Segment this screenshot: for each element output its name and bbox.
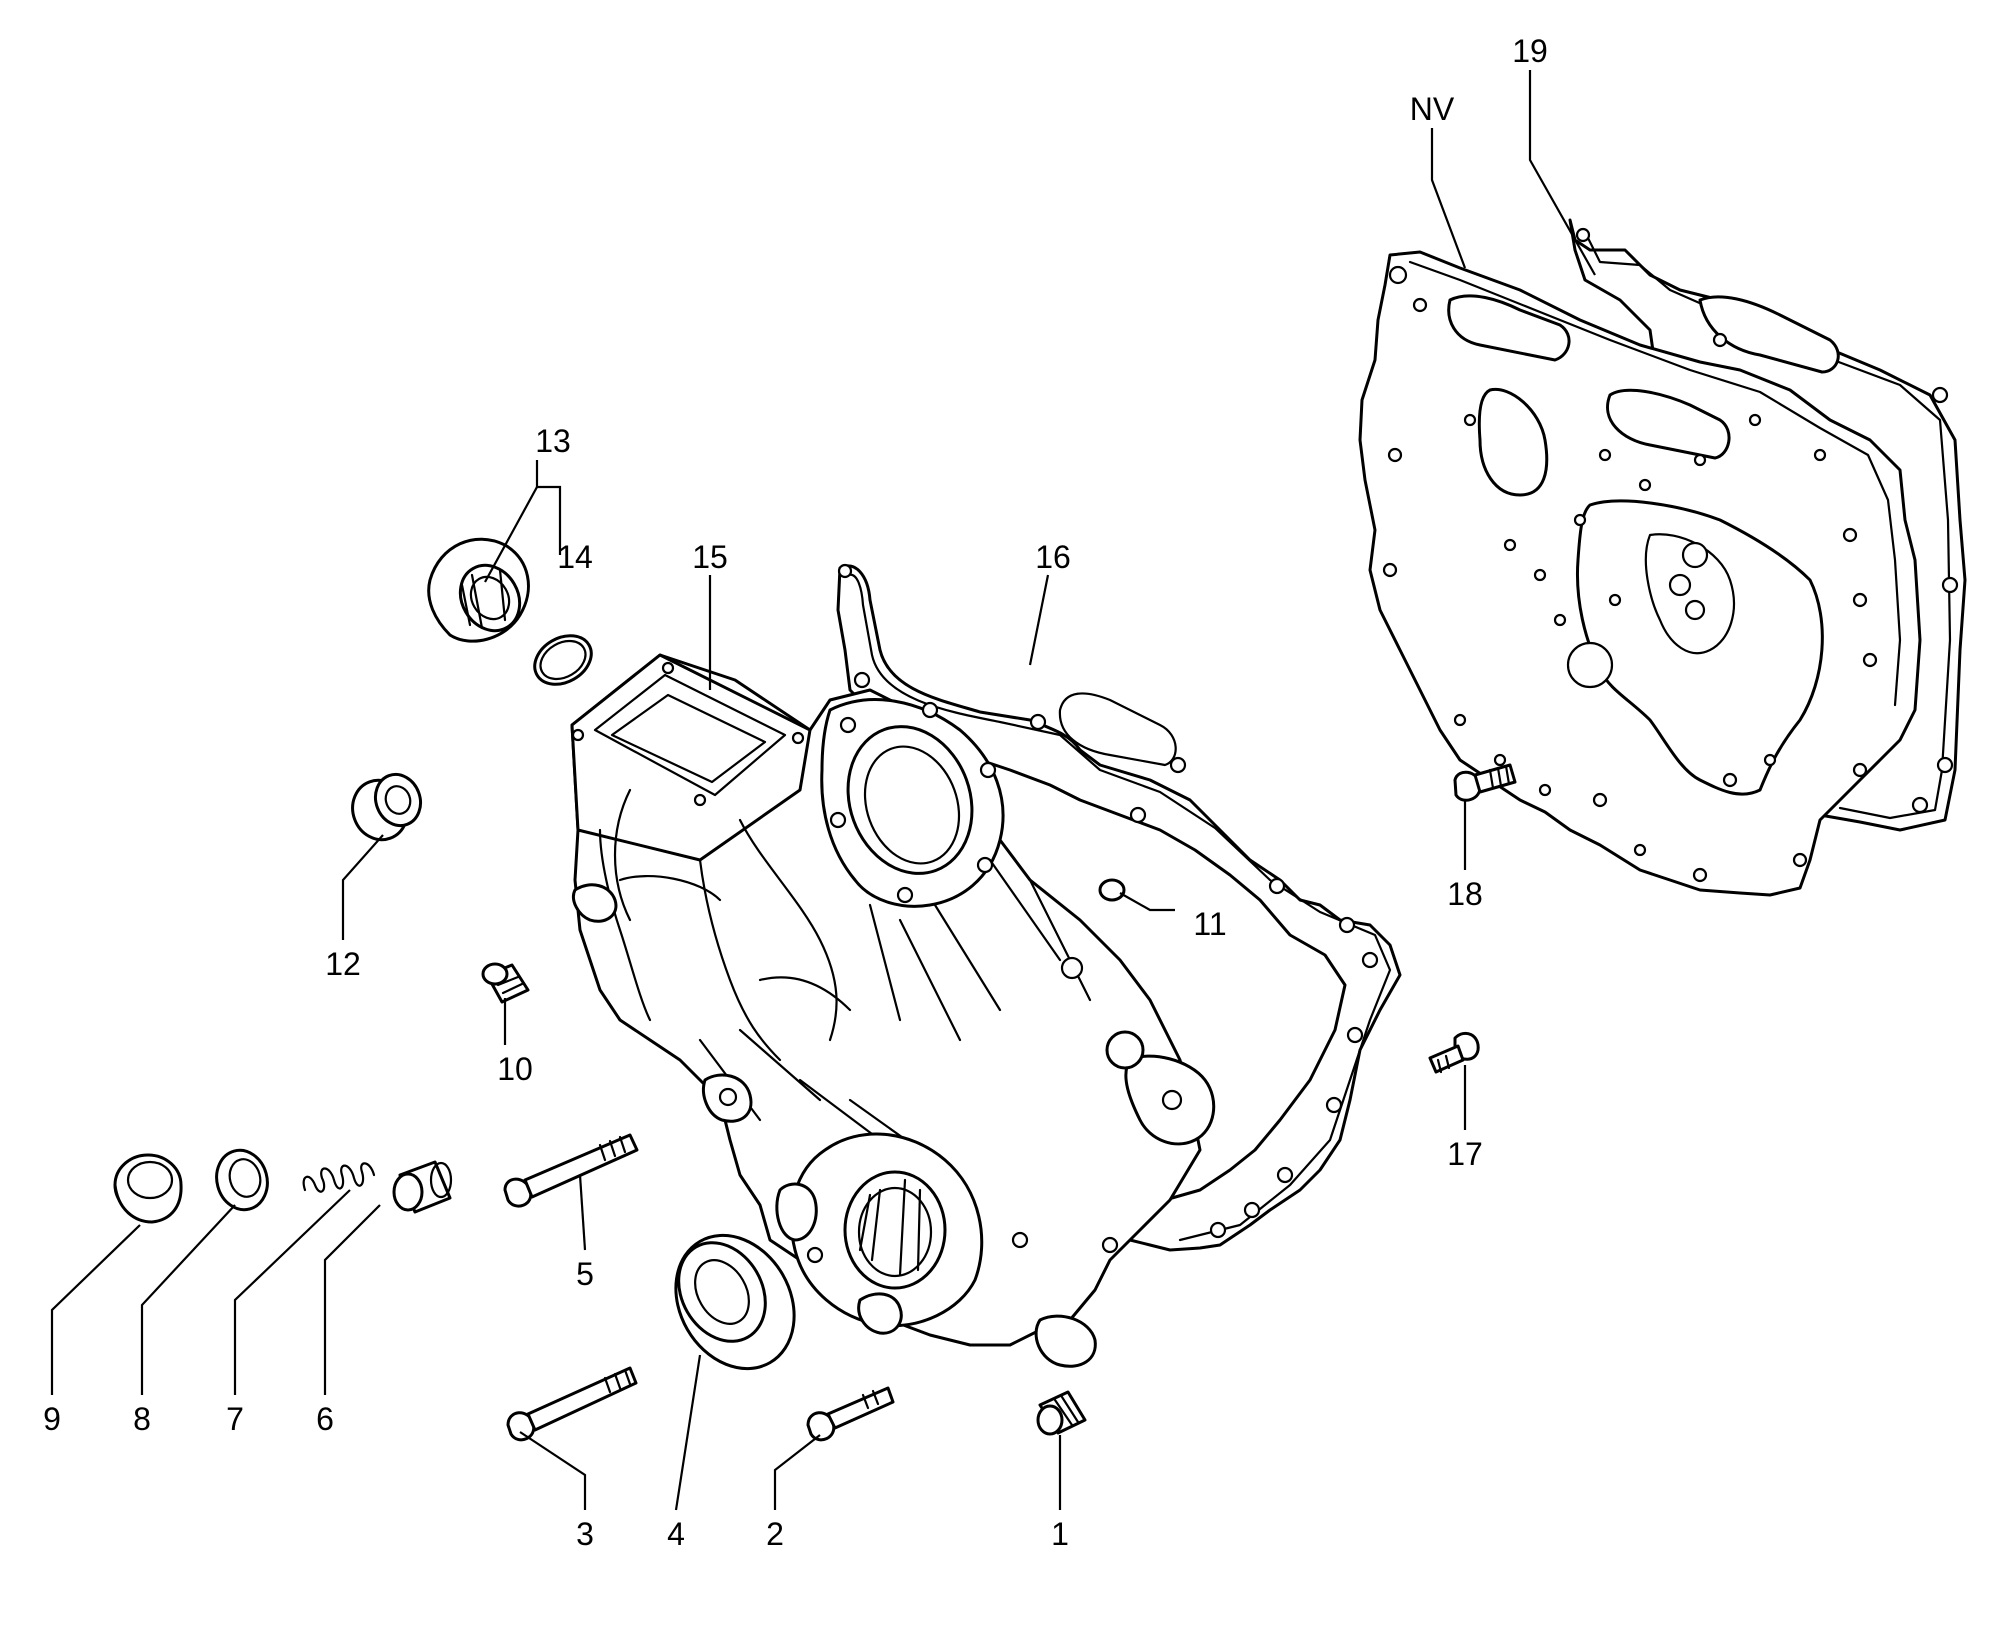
timing-cover-15	[570, 653, 1216, 1368]
part-4-oil-seal	[674, 1233, 796, 1371]
leader-lines	[50, 70, 1596, 1511]
part-2-bolt	[806, 1386, 895, 1442]
callout-3: 3	[576, 1516, 594, 1552]
callout-17: 17	[1447, 1136, 1483, 1172]
callout-2: 2	[766, 1516, 784, 1552]
part-14-o-ring	[533, 634, 593, 686]
part-1-plug	[1036, 1390, 1087, 1436]
callout-labels: 1 2 3 4 5 6 7 8 9 10 11 12 13 14 15 16 1…	[43, 33, 1548, 1552]
callout-7: 7	[226, 1401, 244, 1437]
part-18-bolt	[1453, 763, 1517, 802]
callout-13: 13	[535, 423, 571, 459]
part-9-cap	[113, 1153, 183, 1224]
part-11-seal	[1098, 878, 1126, 902]
part-8-washer	[215, 1148, 269, 1212]
callout-9: 9	[43, 1401, 61, 1437]
callout-1: 1	[1051, 1516, 1069, 1552]
callout-4: 4	[667, 1516, 685, 1552]
callout-6: 6	[316, 1401, 334, 1437]
part-13-cap	[427, 537, 530, 643]
part-10-plug	[481, 962, 530, 1004]
part-6-piston	[392, 1160, 453, 1214]
callout-15: 15	[692, 539, 728, 575]
callout-14: 14	[557, 539, 593, 575]
callout-5: 5	[576, 1256, 594, 1292]
callout-nv: NV	[1410, 91, 1455, 127]
callout-18: 18	[1447, 876, 1483, 912]
callout-19: 19	[1512, 33, 1548, 69]
part-5-bolt	[503, 1133, 639, 1208]
front-cover-gasket-16	[836, 563, 1402, 1252]
callout-8: 8	[133, 1401, 151, 1437]
callout-16: 16	[1035, 539, 1071, 575]
rear-plate-bolt-holes	[1382, 265, 1878, 883]
part-17-bolt	[1428, 1031, 1480, 1074]
part-3-bolt	[506, 1366, 638, 1442]
part-7-spring	[302, 1162, 376, 1193]
part-12-bush	[351, 772, 423, 842]
callout-10: 10	[497, 1051, 533, 1087]
callout-11: 11	[1193, 906, 1226, 942]
callout-12: 12	[325, 946, 361, 982]
rear-plate-nv	[1358, 250, 1922, 897]
